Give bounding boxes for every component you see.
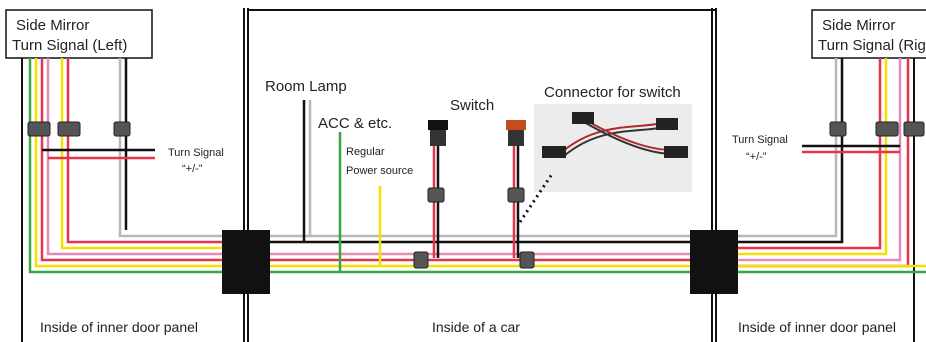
power-source-label: Power source	[346, 165, 413, 177]
connector-pointer	[518, 173, 554, 223]
room-lamp-label: Room Lamp	[265, 78, 347, 95]
left-connectors	[27, 121, 131, 137]
right-mirror-label-1: Side Mirror	[822, 17, 895, 34]
right-mirror-label-2: Turn Signal (Rig	[818, 37, 926, 54]
regular-label: Regular	[346, 146, 385, 158]
right-mirror-box	[811, 9, 926, 59]
center-connectors	[413, 187, 535, 269]
connector-label: Connector for switch	[544, 84, 681, 101]
connector-photo	[534, 104, 692, 192]
right-junction-block	[690, 230, 738, 294]
panel-borders	[21, 8, 915, 342]
left-mirror-label-2: Turn Signal (Left)	[12, 37, 127, 54]
center-label: Inside of a car	[432, 319, 520, 335]
turn-signal-right-label: Turn Signal	[732, 134, 788, 146]
left-mirror-label-1: Side Mirror	[16, 17, 89, 34]
right-harness-wires	[738, 58, 926, 274]
right-panel-label: Inside of inner door panel	[738, 319, 896, 335]
switch-label: Switch	[450, 97, 494, 114]
left-junction-block	[222, 230, 270, 294]
switch-icons	[428, 120, 526, 146]
left-mirror-box	[5, 9, 153, 59]
right-connectors	[829, 121, 925, 137]
acc-label: ACC & etc.	[318, 115, 392, 132]
turn-signal-right-polarity: “+/-”	[746, 151, 767, 163]
left-panel-label: Inside of inner door panel	[40, 319, 198, 335]
turn-signal-left-label: Turn Signal	[168, 147, 224, 159]
turn-signal-left-polarity: “+/-”	[182, 163, 203, 175]
